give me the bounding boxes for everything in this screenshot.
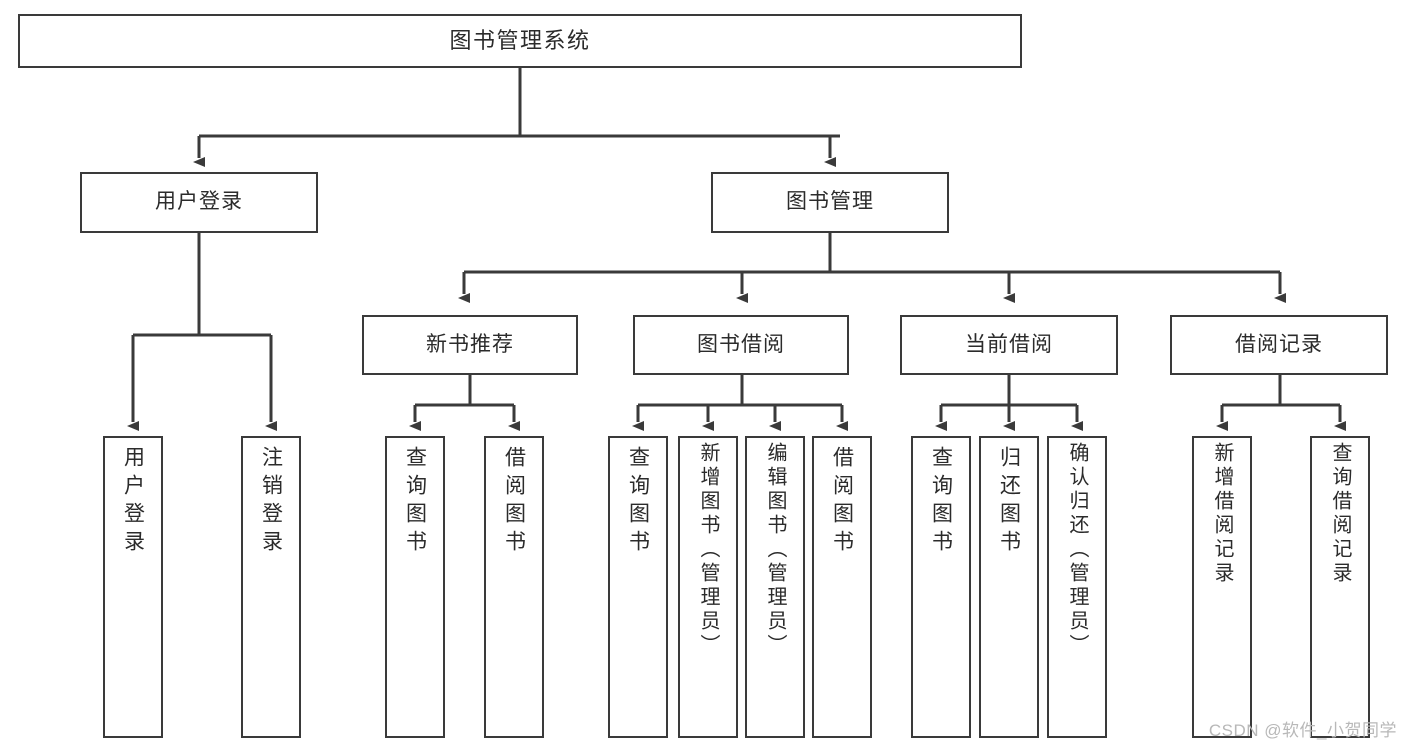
leaf-current-confirm-return-admin[interactable]: 确认归还（管理员） [1047, 436, 1107, 738]
node-user-login[interactable]: 用户登录 [80, 172, 318, 233]
node-label: 查询图书 [626, 446, 650, 558]
node-label: 编辑图书（管理员） [764, 442, 786, 658]
node-label: 注销登录 [259, 446, 283, 558]
leaf-current-return-book[interactable]: 归还图书 [979, 436, 1039, 738]
node-label: 用户登录 [121, 446, 145, 558]
node-label: 归还图书 [997, 446, 1021, 558]
node-label: 借阅记录 [1235, 332, 1323, 356]
node-label: 确认归还（管理员） [1066, 442, 1088, 658]
node-root-system[interactable]: 图书管理系统 [18, 14, 1022, 68]
node-label: 查询借阅记录 [1329, 442, 1351, 586]
leaf-borrow-add-book-admin[interactable]: 新增图书（管理员） [678, 436, 738, 738]
leaf-borrow-borrow-book[interactable]: 借阅图书 [812, 436, 872, 738]
leaf-record-query-borrow-record[interactable]: 查询借阅记录 [1310, 436, 1370, 738]
node-label: 新书推荐 [426, 332, 514, 356]
leaf-recommend-borrow-book[interactable]: 借阅图书 [484, 436, 544, 738]
node-label: 新增图书（管理员） [697, 442, 719, 658]
leaf-recommend-query-book[interactable]: 查询图书 [385, 436, 445, 738]
node-label: 图书管理 [786, 190, 874, 214]
node-label: 借阅图书 [502, 446, 526, 558]
node-label: 图书借阅 [697, 332, 785, 356]
leaf-current-query-book[interactable]: 查询图书 [911, 436, 971, 738]
leaf-user-login[interactable]: 用户登录 [103, 436, 163, 738]
node-label: 当前借阅 [965, 332, 1053, 356]
node-book-borrow[interactable]: 图书借阅 [633, 315, 849, 375]
node-current-borrow[interactable]: 当前借阅 [900, 315, 1118, 375]
leaf-borrow-query-book[interactable]: 查询图书 [608, 436, 668, 738]
node-label: 图书管理系统 [449, 28, 591, 54]
leaf-borrow-edit-book-admin[interactable]: 编辑图书（管理员） [745, 436, 805, 738]
node-label: 用户登录 [155, 190, 243, 214]
node-label: 查询图书 [403, 446, 427, 558]
node-label: 查询图书 [929, 446, 953, 558]
node-label: 新增借阅记录 [1211, 442, 1233, 586]
leaf-record-add-borrow-record[interactable]: 新增借阅记录 [1192, 436, 1252, 738]
node-new-book-recommend[interactable]: 新书推荐 [362, 315, 578, 375]
node-borrow-record[interactable]: 借阅记录 [1170, 315, 1388, 375]
node-label: 借阅图书 [830, 446, 854, 558]
node-book-management[interactable]: 图书管理 [711, 172, 949, 233]
leaf-user-logout[interactable]: 注销登录 [241, 436, 301, 738]
